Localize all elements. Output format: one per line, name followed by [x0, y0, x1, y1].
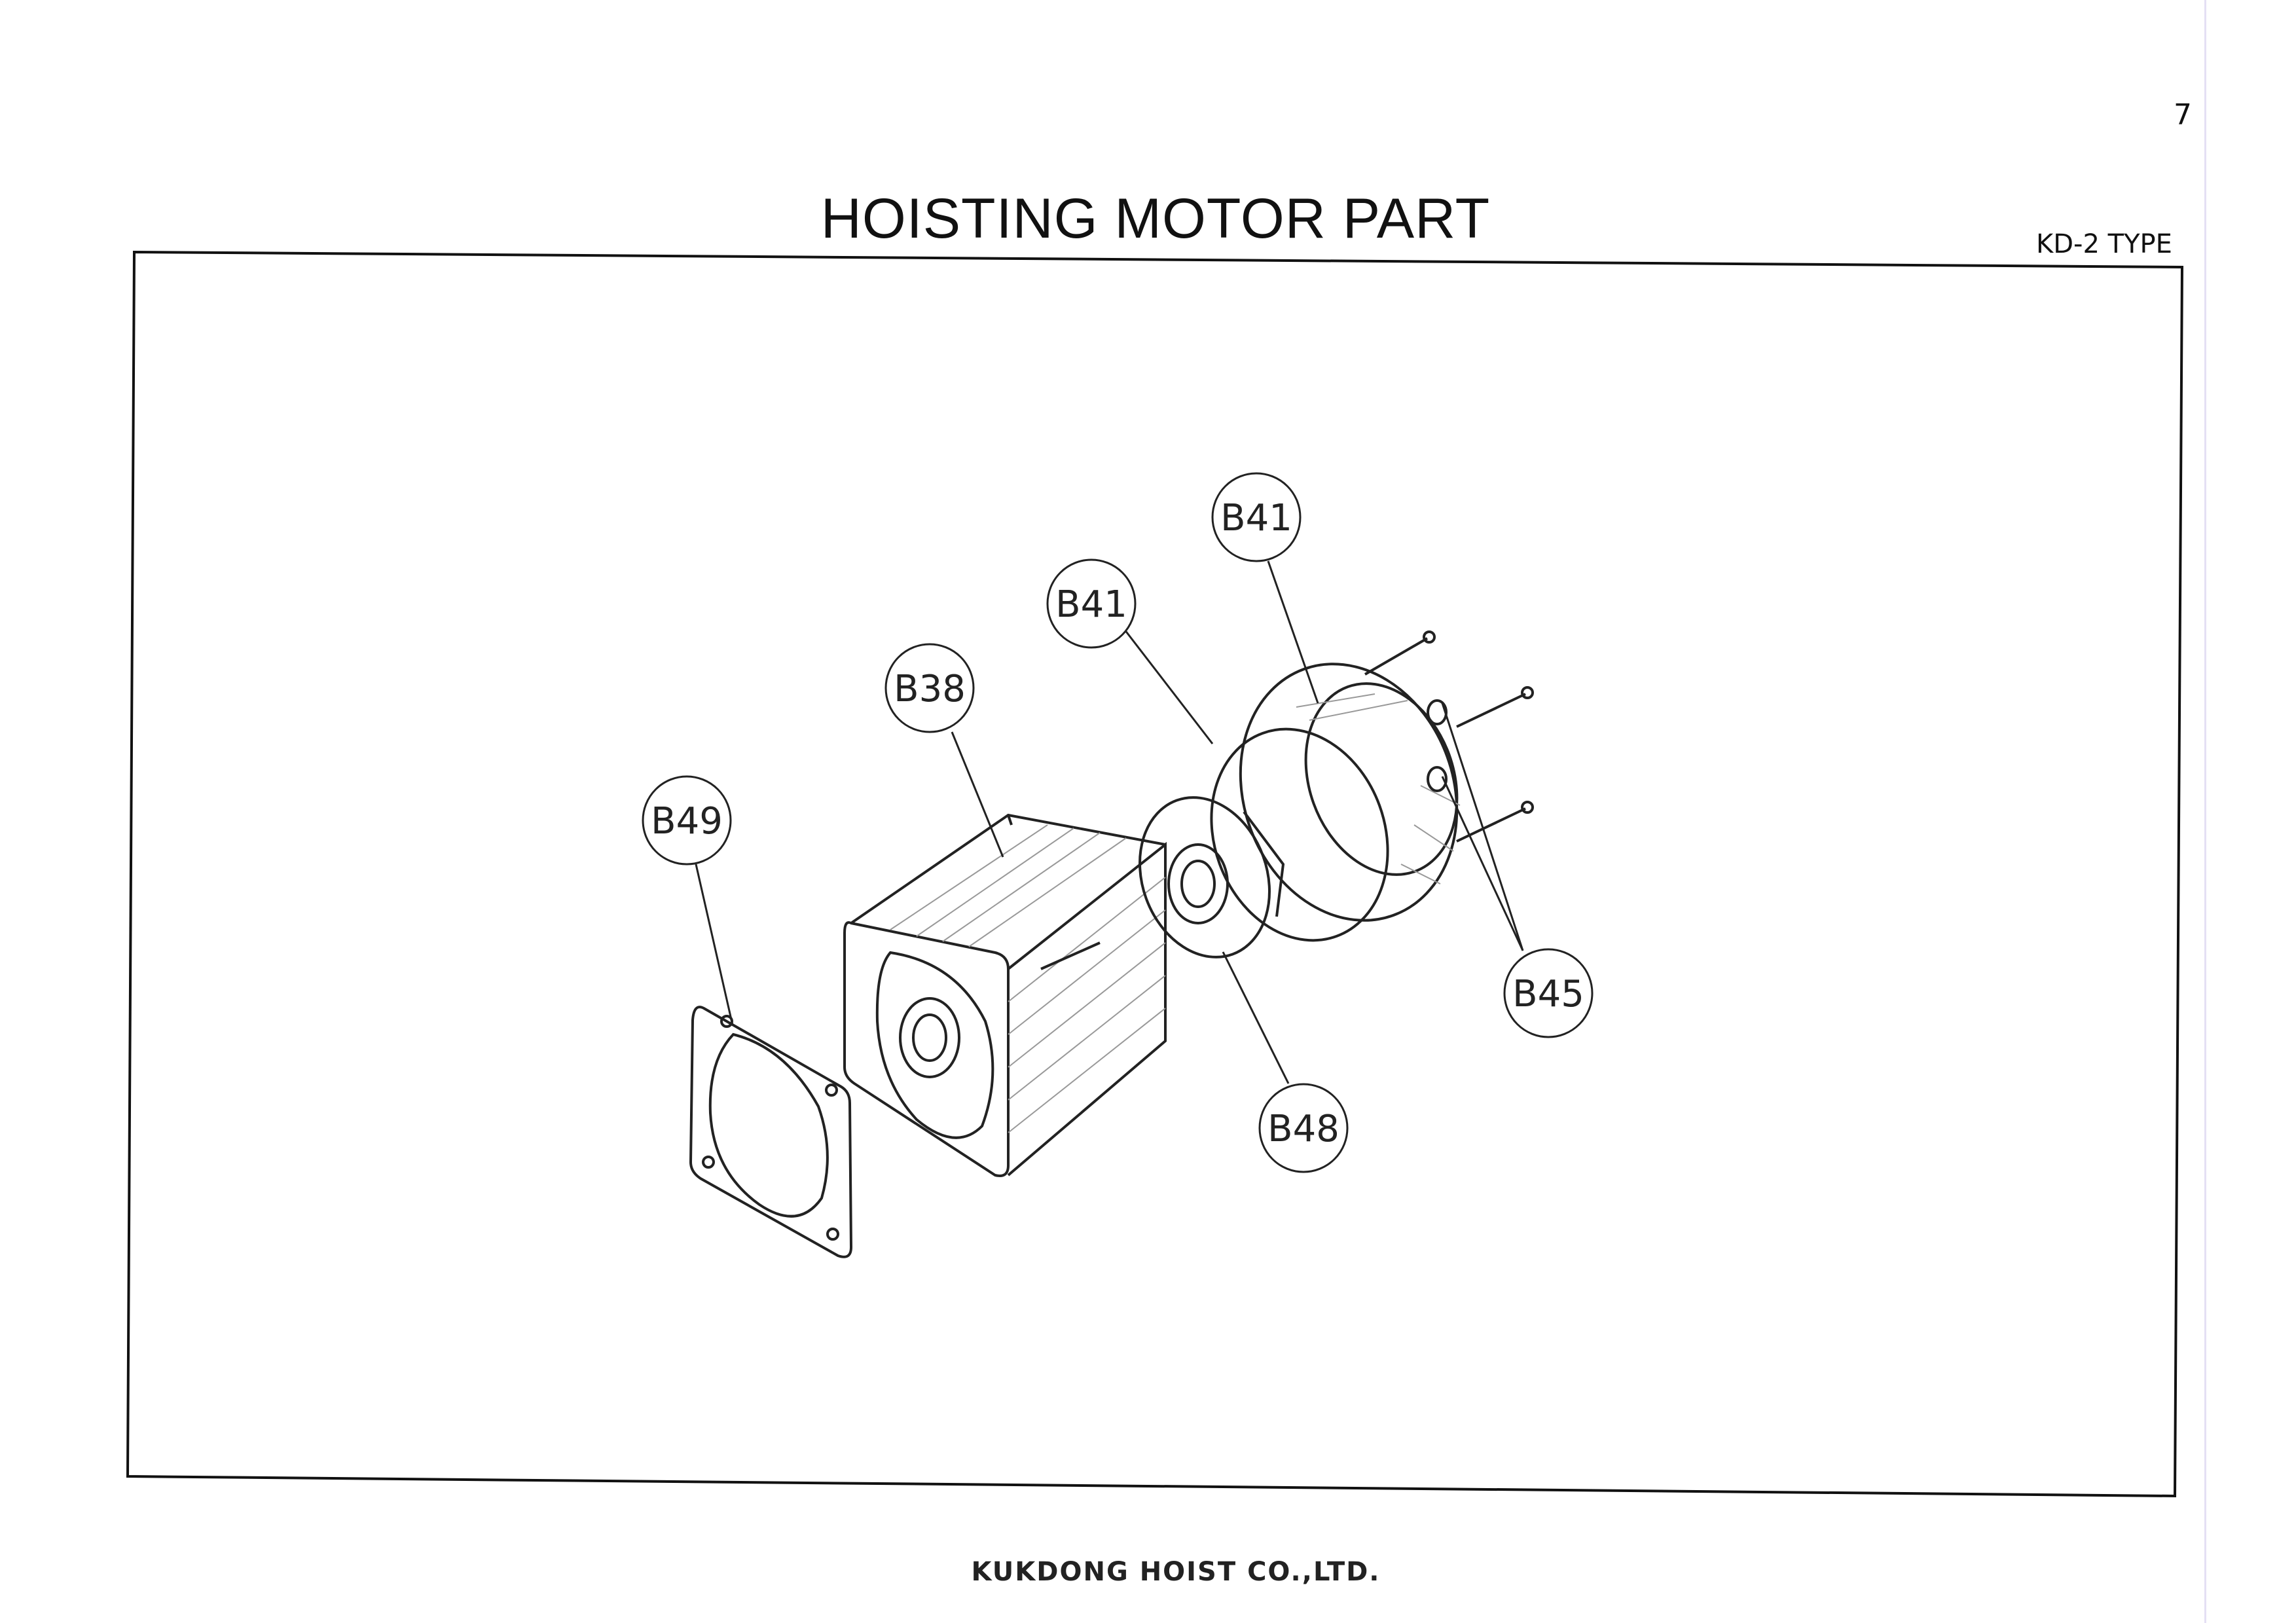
bolts-part-b45	[1364, 630, 1534, 843]
callout-b45: B45	[1503, 948, 1594, 1038]
callout-b41-cover: B41	[1211, 472, 1302, 562]
callout-label: B38	[894, 668, 966, 710]
scan-edge-line	[2204, 0, 2206, 1623]
diagram-frame	[126, 250, 2184, 1498]
motor-body-part-b38	[843, 813, 1167, 1177]
callout-label: B41	[1220, 497, 1292, 539]
callout-label: B49	[651, 800, 723, 843]
ring-part-b41	[1210, 727, 1389, 942]
callout-label: B45	[1512, 973, 1584, 1015]
fan-cover-part-b41	[1239, 663, 1461, 922]
company-footer: KUKDONG HOIST CO.,LTD.	[971, 1557, 1381, 1587]
callout-b48: B48	[1258, 1083, 1349, 1173]
page-title: HOISTING MOTOR PART	[820, 187, 1491, 250]
callout-b38: B38	[884, 643, 975, 733]
callout-b41-ring: B41	[1046, 558, 1137, 649]
callout-b49: B49	[642, 775, 732, 866]
callout-label: B41	[1055, 583, 1127, 626]
brake-disc-part-b48	[1139, 796, 1285, 958]
page-number: 7	[2174, 98, 2192, 132]
callout-label: B48	[1267, 1108, 1339, 1150]
leader-lines	[695, 560, 1524, 1084]
model-type-label: KD-2 TYPE	[2036, 229, 2172, 259]
gasket-part-b49	[689, 1006, 853, 1258]
